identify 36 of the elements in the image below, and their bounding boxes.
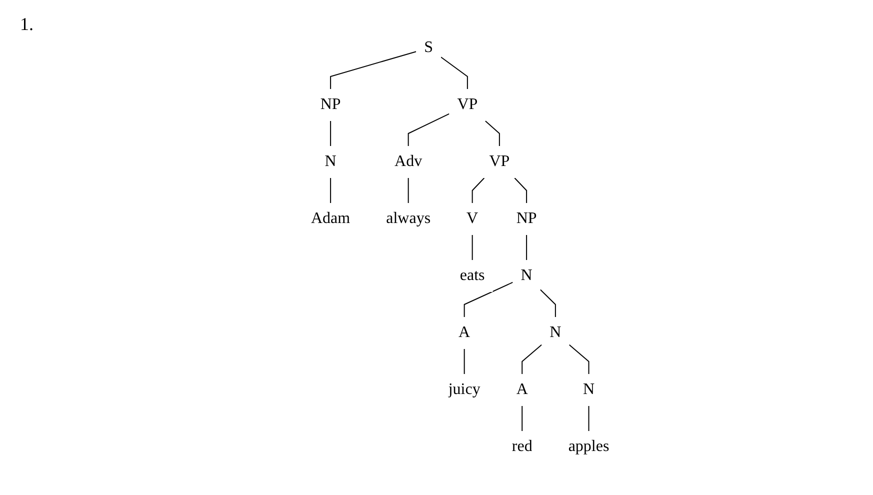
node-text: Adam bbox=[310, 210, 350, 227]
connector bbox=[526, 234, 527, 260]
node-text: always bbox=[386, 210, 430, 227]
connector bbox=[472, 178, 485, 204]
node-text: N bbox=[550, 324, 562, 341]
node-text: N bbox=[324, 153, 336, 170]
node-text: NP bbox=[516, 210, 537, 227]
connector bbox=[330, 51, 416, 90]
node-text: N bbox=[520, 267, 532, 284]
node-text: red bbox=[512, 438, 532, 455]
node-text: S bbox=[424, 39, 433, 56]
connector bbox=[472, 234, 473, 260]
connector bbox=[330, 178, 331, 204]
node-text: Adv bbox=[394, 153, 422, 170]
connector bbox=[540, 289, 556, 318]
node-text: apples bbox=[568, 438, 610, 455]
node-text: N bbox=[582, 381, 594, 398]
node-text: A bbox=[516, 381, 528, 398]
connector bbox=[522, 344, 542, 374]
connector bbox=[408, 113, 450, 146]
node-text: VP bbox=[489, 153, 510, 170]
connector bbox=[440, 56, 468, 90]
connector bbox=[484, 120, 500, 146]
connector bbox=[514, 178, 527, 204]
connector bbox=[568, 344, 590, 374]
node-text: A bbox=[458, 324, 470, 341]
connector bbox=[588, 406, 590, 432]
connector bbox=[408, 178, 409, 204]
node-text: NP bbox=[320, 96, 341, 113]
connector bbox=[464, 348, 465, 374]
connector bbox=[330, 120, 331, 146]
node-text: V bbox=[466, 210, 478, 227]
item-number: 1. bbox=[20, 14, 34, 35]
node-text: eats bbox=[460, 267, 485, 284]
node-text: VP bbox=[457, 96, 478, 113]
connector bbox=[464, 282, 514, 318]
